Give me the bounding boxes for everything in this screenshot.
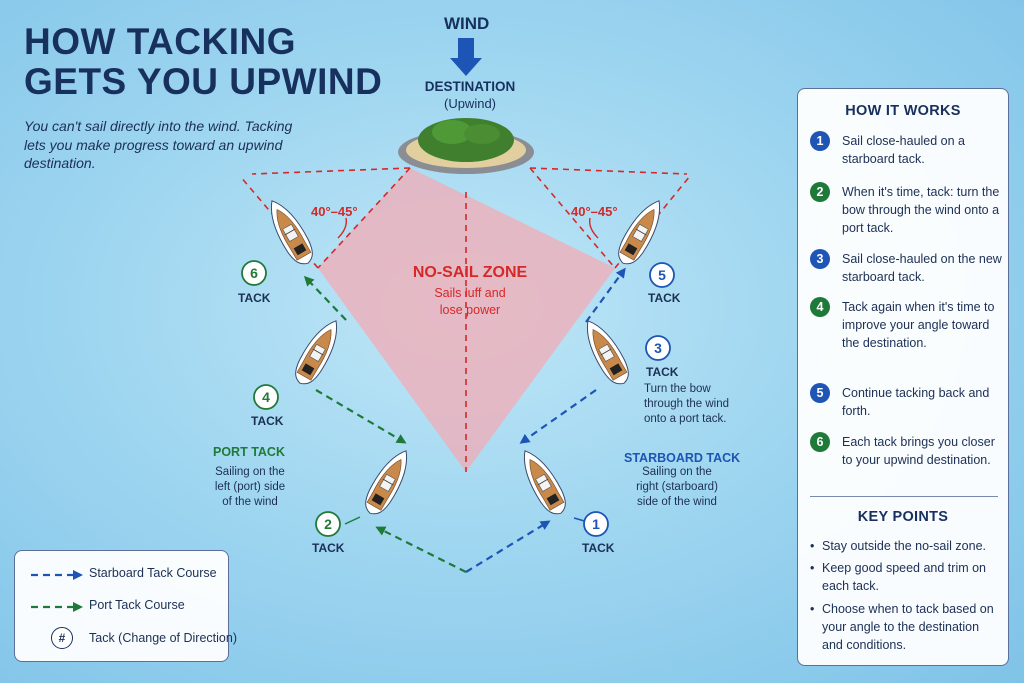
legend-tack-label: Tack (Change of Direction) (89, 631, 237, 645)
no-sail-zone (318, 168, 615, 472)
port-line-sample (31, 602, 83, 612)
legend-port: Port Tack Course (29, 596, 229, 616)
no-sail-boundary-left (251, 167, 411, 175)
tack-marker-3: 3 (645, 335, 671, 361)
sailboat-3 (576, 314, 636, 390)
key-point-2: Keep good speed and trim on each tack. (810, 559, 1002, 595)
legend: Starboard Tack Course Port Tack Course #… (14, 550, 237, 662)
key-points-title: KEY POINTS (857, 509, 949, 525)
destination-label: DESTINATION (424, 79, 516, 94)
wind-arrow (450, 38, 482, 76)
svg-text:5: 5 (658, 267, 666, 283)
wind-label: WIND (444, 14, 490, 33)
angle-arc-right (588, 217, 599, 239)
sailboat-2 (358, 444, 418, 520)
sailboat-4 (288, 314, 348, 390)
title-line-2: GETS YOU UPWIND (24, 61, 383, 102)
sailboat-1 (513, 444, 573, 520)
no-sail-zone-desc: Sails luff and lose power (434, 286, 506, 317)
tack-word-6: TACK (238, 291, 271, 305)
step-text: Continue tacking back and forth. (842, 386, 990, 418)
step-number: 2 (810, 182, 830, 202)
step-text: Sail close-hauled on a starboard tack. (842, 134, 965, 166)
island-destination (398, 118, 534, 174)
step-text: When it's time, tack: turn the bow throu… (842, 185, 1000, 235)
tack-word-4: TACK (251, 414, 284, 428)
how-it-works-panel: HOW IT WORKS 1 Sail close-hauled on a st… (797, 88, 1009, 666)
legend-starboard-label: Starboard Tack Course (89, 566, 217, 580)
page-title: HOW TACKING GETS YOU UPWIND (24, 22, 382, 102)
tack-word-2: TACK (312, 541, 345, 555)
sailboat-5 (611, 194, 671, 270)
angle-arc-left (337, 217, 348, 239)
starboard-tack-description: Sailing on the right (starboard) side of… (636, 466, 718, 508)
no-sail-boundary-right (529, 167, 688, 175)
panel-divider (810, 496, 998, 497)
tack-marker-1: 1 (583, 511, 609, 537)
starboard-line-sample (31, 570, 83, 580)
title-line-1: HOW TACKING (24, 21, 296, 62)
port-tack-heading: PORT TACK (213, 445, 285, 459)
svg-text:4: 4 (262, 389, 270, 405)
tack-word-5: TACK (648, 291, 681, 305)
step-number: 5 (810, 383, 830, 403)
tack-symbol-icon: # (51, 627, 73, 649)
angle-label-right: 40°–45° (571, 204, 618, 219)
step-text: Each tack brings you closer to your upwi… (842, 435, 995, 467)
tack-marker-5: 5 (649, 262, 675, 288)
legend-port-label: Port Tack Course (89, 598, 185, 612)
tack-marker-4: 4 (253, 384, 279, 410)
step-text: Sail close-hauled on the new starboard t… (842, 252, 1002, 284)
tack-marker-2: 2 (315, 511, 341, 537)
sailboat-6 (260, 194, 320, 270)
port-course (303, 275, 467, 573)
tack-word-3: TACK (646, 365, 679, 379)
svg-text:1: 1 (592, 516, 600, 532)
destination-sub: (Upwind) (443, 96, 496, 111)
key-point-1: Stay outside the no-sail zone. (810, 537, 1002, 555)
key-point-3: Choose when to tack based on your angle … (810, 600, 1002, 654)
legend-tack: # Tack (Change of Direction) (29, 627, 237, 649)
step-number: 6 (810, 432, 830, 452)
step-text: Tack again when it's time to improve you… (842, 300, 995, 350)
tack-word-1: TACK (582, 541, 615, 555)
panel-title: HOW IT WORKS (845, 103, 961, 119)
step-number: 3 (810, 249, 830, 269)
starboard-tack-heading: STARBOARD TACK (624, 451, 741, 465)
tack-marker-6: 6 (241, 260, 267, 286)
starboard-course (465, 267, 626, 573)
no-sail-zone-label: NO-SAIL ZONE (412, 264, 528, 281)
svg-text:2: 2 (324, 516, 332, 532)
step-number: 4 (810, 297, 830, 317)
svg-text:6: 6 (250, 265, 258, 281)
step-number: 1 (810, 131, 830, 151)
port-tack-description: Sailing on the left (port) side of the w… (214, 466, 286, 508)
subtitle: You can't sail directly into the wind. T… (24, 118, 293, 171)
svg-text:3: 3 (654, 340, 662, 356)
tack3-description: Turn the bow through the wind onto a por… (644, 383, 730, 425)
legend-starboard: Starboard Tack Course (29, 564, 229, 584)
angle-label-left: 40°–45° (311, 204, 358, 219)
